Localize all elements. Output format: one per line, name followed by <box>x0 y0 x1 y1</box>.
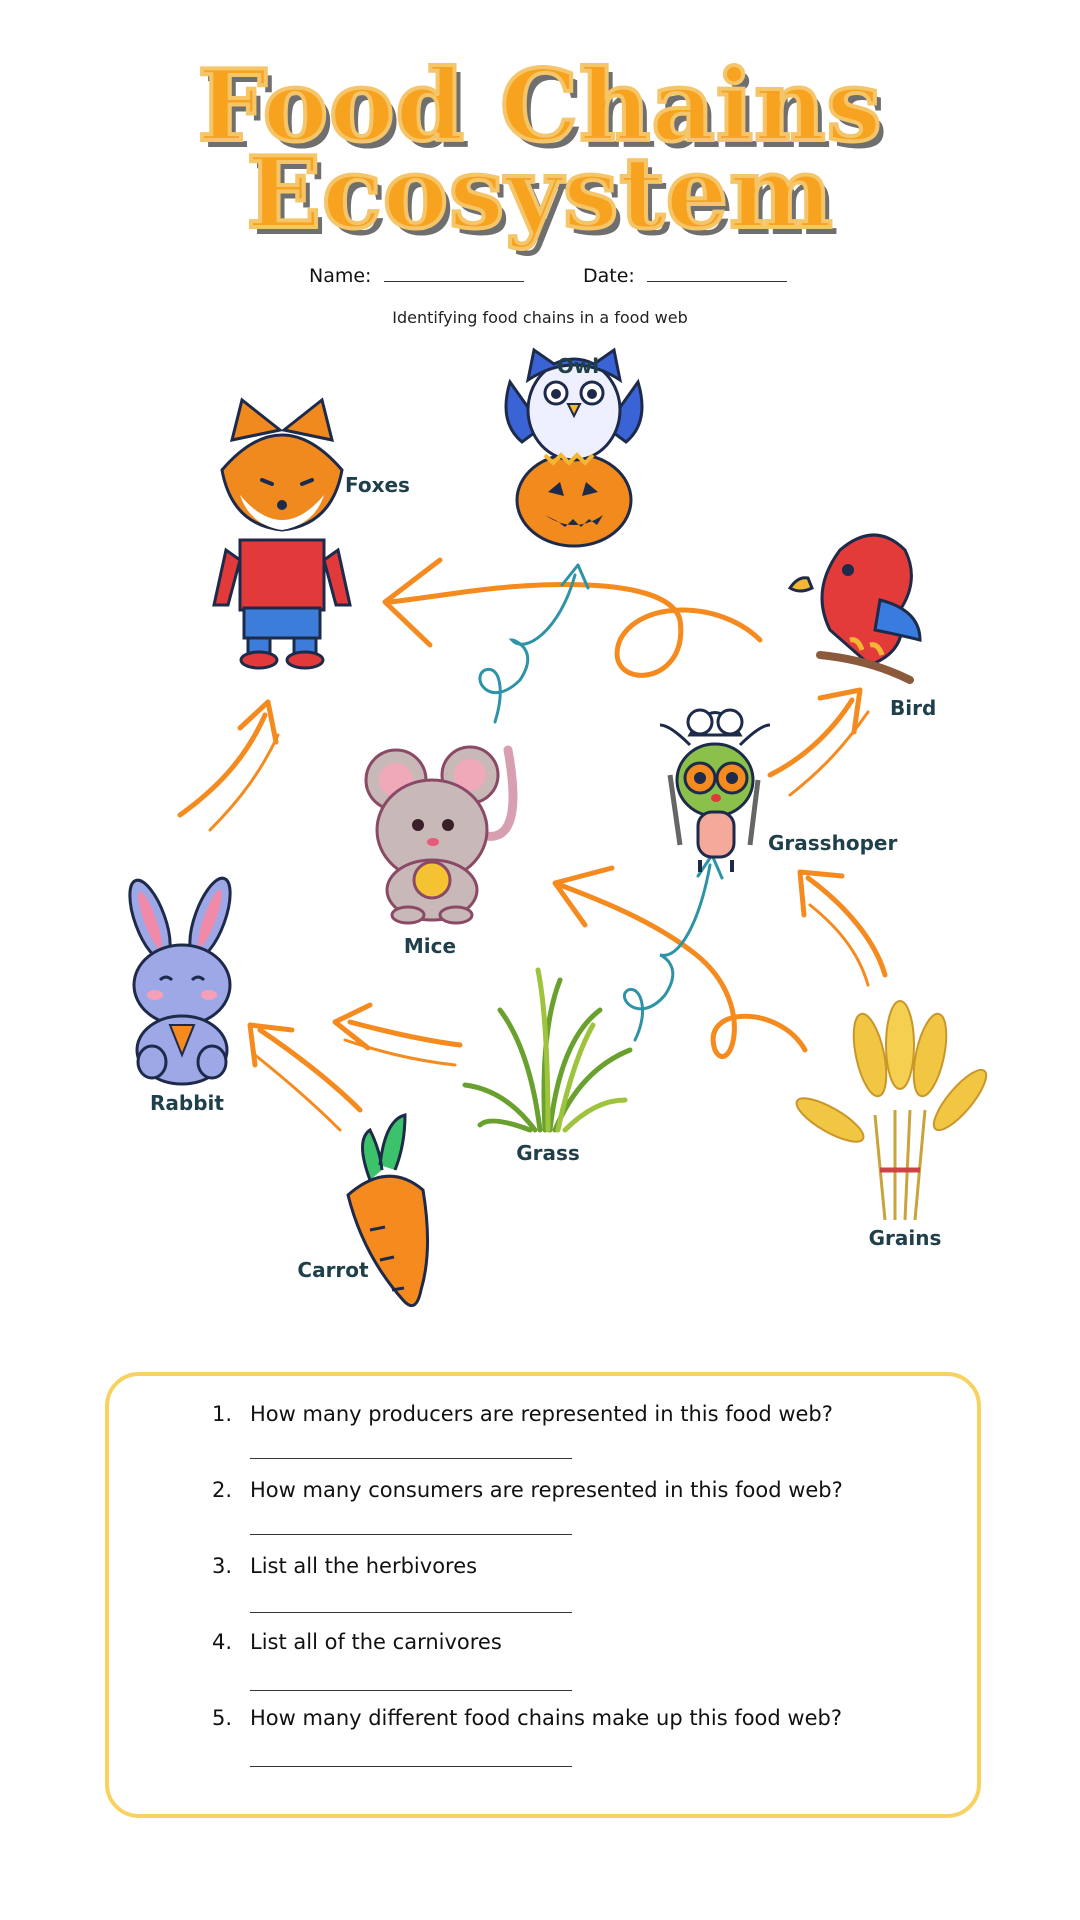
date-label: Date: <box>583 265 635 287</box>
arrow-grass-to-rabbit <box>332 1002 463 1067</box>
question-number: 1. <box>212 1402 233 1426</box>
arrow-mice-to-owl <box>478 563 590 724</box>
fox-illustration <box>212 397 352 670</box>
question-3: 3. List all the herbivores <box>212 1554 477 1578</box>
answer-line-3[interactable] <box>250 1612 572 1613</box>
label-foxes: Foxes <box>345 473 410 497</box>
arrow-grasshopper-to-bird <box>767 687 870 797</box>
arrow-grass-to-mice <box>552 865 808 1059</box>
question-1: 1. How many producers are represented in … <box>212 1402 833 1426</box>
grains-illustration <box>795 1000 988 1221</box>
bird-illustration <box>787 533 922 684</box>
question-text: How many different food chains make up t… <box>250 1706 842 1730</box>
label-owl: Owl <box>557 354 599 378</box>
grasshopper-illustration <box>659 708 771 872</box>
answer-line-5[interactable] <box>250 1766 572 1767</box>
question-number: 3. <box>212 1554 233 1578</box>
worksheet-title-line1: Food Chains <box>196 49 884 164</box>
owl-illustration <box>504 347 644 548</box>
questions-box <box>105 1372 981 1818</box>
label-mice: Mice <box>404 934 456 958</box>
question-text: List all of the carnivores <box>250 1630 502 1654</box>
grass-illustration <box>462 967 633 1133</box>
label-rabbit: Rabbit <box>150 1091 224 1115</box>
worksheet-title-line2: Ecosystem <box>244 136 834 251</box>
date-blank[interactable] <box>646 281 787 282</box>
arrow-mice-to-foxes <box>382 557 763 678</box>
label-grass: Grass <box>516 1141 580 1165</box>
date-field[interactable]: Date: <box>583 265 787 287</box>
question-number: 4. <box>212 1630 233 1654</box>
question-number: 2. <box>212 1478 233 1502</box>
question-2: 2. How many consumers are represented in … <box>212 1478 843 1502</box>
food-web-diagram: Owl Foxes Bird Mice <box>128 347 988 1308</box>
rabbit-illustration <box>128 876 232 1086</box>
question-text: How many consumers are represented in th… <box>250 1478 843 1502</box>
arrow-grains-to-grasshopper <box>797 869 888 987</box>
name-field[interactable]: Name: <box>309 265 524 287</box>
mice-illustration <box>364 745 518 925</box>
answer-line-4[interactable] <box>250 1690 572 1691</box>
label-grains: Grains <box>869 1226 942 1250</box>
worksheet-subtitle: Identifying food chains in a food web <box>392 308 688 327</box>
name-blank[interactable] <box>383 281 524 282</box>
question-4: 4. List all of the carnivores <box>212 1630 502 1654</box>
carrot-illustration <box>346 1113 430 1308</box>
arrow-carrot-to-rabbit <box>247 1022 363 1132</box>
question-number: 5. <box>212 1706 233 1730</box>
answer-line-2[interactable] <box>250 1534 572 1535</box>
question-5: 5. How many different food chains make up… <box>212 1706 842 1730</box>
arrow-rabbit-to-foxes <box>177 699 280 832</box>
answer-line-1[interactable] <box>250 1458 572 1459</box>
label-bird: Bird <box>890 696 936 720</box>
label-grasshopper: Grasshoper <box>768 831 897 855</box>
question-text: List all the herbivores <box>250 1554 478 1578</box>
arrow-grass-to-grasshopper <box>622 853 724 1042</box>
question-text: How many producers are represented in th… <box>250 1402 833 1426</box>
label-carrot: Carrot <box>297 1258 369 1282</box>
name-label: Name: <box>309 265 372 287</box>
